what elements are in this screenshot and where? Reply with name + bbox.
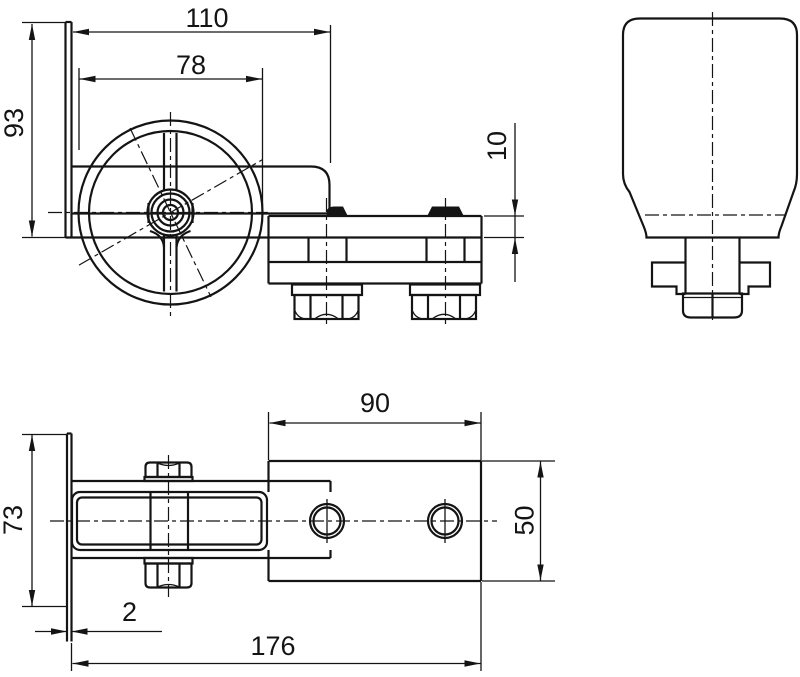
front-view: 110 78 93 10 xyxy=(0,3,524,327)
dim-50: 50 xyxy=(482,460,555,582)
dim-90-label: 90 xyxy=(360,388,390,418)
dim-93-label: 93 xyxy=(0,108,29,138)
dim-78-label: 78 xyxy=(176,50,206,80)
dim-93: 93 xyxy=(0,21,66,237)
pulley-wheel xyxy=(48,112,268,318)
wheel-side-profile xyxy=(621,17,799,239)
dim-2-label: 2 xyxy=(122,597,137,627)
dim-50-label: 50 xyxy=(510,505,540,535)
dim-176: 176 xyxy=(70,582,482,671)
clamp-plate-stack xyxy=(22,214,483,285)
dim-90: 90 xyxy=(267,388,482,461)
dim-2: 2 xyxy=(35,597,162,635)
dim-10: 10 xyxy=(482,123,524,282)
clamp-plates-plan xyxy=(71,479,332,560)
wall-plate-plan xyxy=(65,432,73,642)
mounting-plate-plan xyxy=(267,459,483,583)
bracket-arm xyxy=(71,165,331,215)
dim-176-label: 176 xyxy=(250,631,295,661)
side-view xyxy=(621,12,799,322)
screw-heads xyxy=(326,206,464,216)
side-hex-nut xyxy=(681,292,744,319)
side-stem xyxy=(684,237,741,294)
front-hex-nut-left xyxy=(293,293,360,321)
front-washers xyxy=(290,283,482,297)
front-hex-nut-right xyxy=(410,293,478,321)
dim-10-label: 10 xyxy=(482,131,512,161)
dim-73: 73 xyxy=(0,433,66,608)
plan-view: 90 50 73 2 xyxy=(0,388,555,671)
dim-110: 110 xyxy=(73,3,332,163)
wall-plate-edge xyxy=(64,20,73,238)
dim-73-label: 73 xyxy=(0,505,28,535)
dim-78: 78 xyxy=(78,50,264,212)
side-plate-flanges xyxy=(650,261,772,296)
dim-110-label: 110 xyxy=(185,3,228,33)
